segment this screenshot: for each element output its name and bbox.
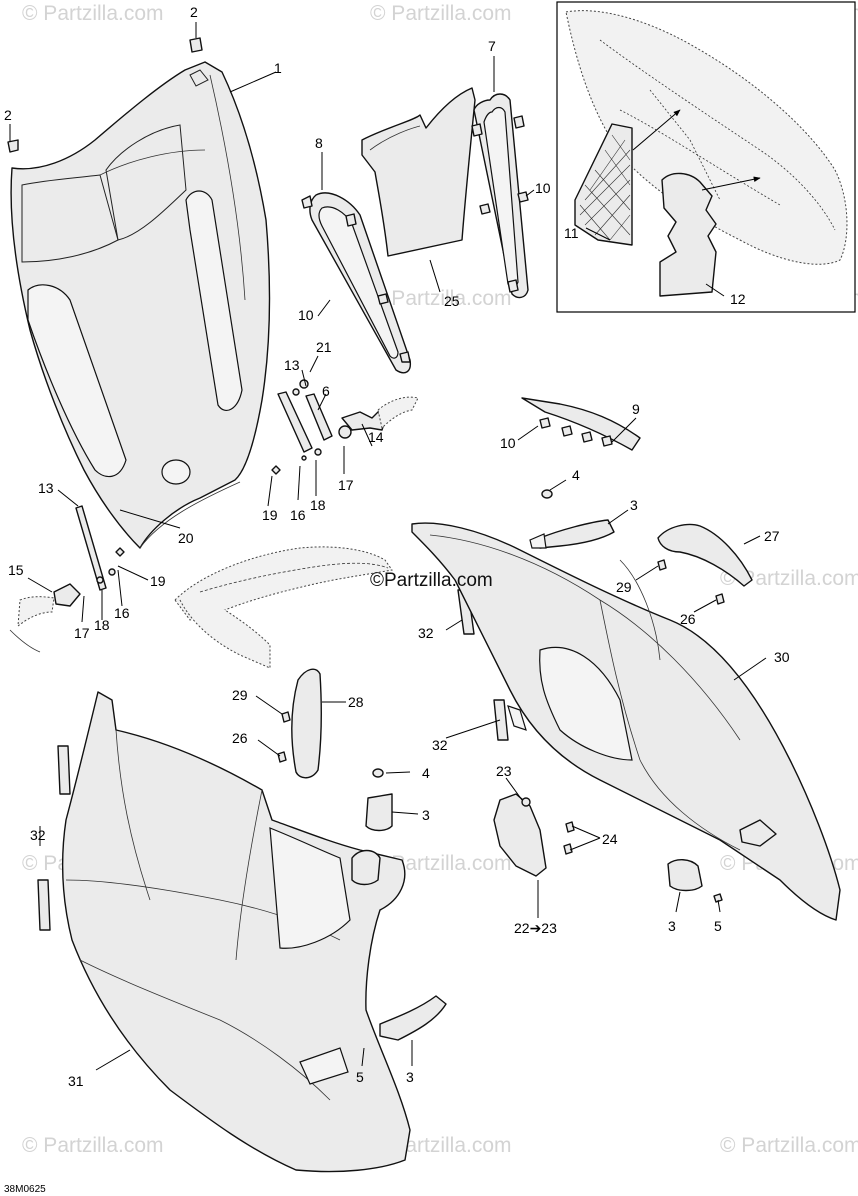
callout-4: 4: [572, 467, 580, 483]
foam-pad-25: [361, 87, 476, 257]
insulation-foam-11: [574, 123, 633, 246]
seat-outline-dotted: [565, 10, 848, 265]
watermark-text: © Partzilla.com: [22, 2, 164, 25]
callout-16: 16: [290, 507, 306, 523]
handle-27: [657, 523, 753, 605]
vent-grille-7: [471, 93, 529, 299]
callout-14: 14: [368, 429, 384, 445]
callout-12: 12: [730, 291, 746, 307]
callout-28: 28: [348, 694, 364, 710]
side-panel-1: [10, 61, 271, 549]
callout-19: 19: [150, 573, 166, 589]
watermark-text: © Partzilla.com: [720, 1134, 858, 1157]
frame-outline-dotted: [174, 546, 393, 669]
side-panel-30: [411, 522, 841, 921]
callout-16: 16: [114, 605, 130, 621]
callout-15: 15: [8, 562, 24, 578]
callout-17: 17: [338, 477, 354, 493]
callout-10: 10: [500, 435, 516, 451]
callout-10: 10: [298, 307, 314, 323]
callout-6: 6: [322, 383, 330, 399]
detail-inset: [556, 1, 856, 313]
callout-3: 3: [406, 1069, 414, 1085]
callout-10: 10: [535, 180, 551, 196]
trim-strip-9: [521, 397, 641, 451]
knob-3-middle: [365, 768, 393, 832]
watermark-text: © Partzilla.com: [370, 287, 512, 310]
callout-8: 8: [315, 135, 323, 151]
callout-32: 32: [30, 827, 46, 843]
callout-29: 29: [616, 579, 632, 595]
vent-grille-8: [301, 192, 412, 374]
knob-3-right: [667, 859, 723, 903]
callout-5: 5: [356, 1069, 364, 1085]
bracket-assembly-upper: [271, 379, 419, 475]
callout-29: 29: [232, 687, 248, 703]
callout-27: 27: [764, 528, 780, 544]
callout-3: 3: [422, 807, 430, 823]
callout-18: 18: [94, 617, 110, 633]
callout-25: 25: [444, 293, 460, 309]
callout-17: 17: [74, 625, 90, 641]
callout-2: 2: [4, 107, 12, 123]
watermark-text: © Partzilla.com: [370, 2, 512, 25]
callout-5: 5: [714, 918, 722, 934]
callout-9: 9: [632, 401, 640, 417]
callout-20: 20: [178, 530, 194, 546]
callout-3: 3: [668, 918, 676, 934]
bracket-assembly-lower: [9, 505, 125, 653]
insulation-foam-12: [659, 172, 717, 297]
callout-1: 1: [274, 60, 282, 76]
handle-28: [277, 668, 323, 779]
callout-21: 21: [316, 339, 332, 355]
callout-24: 24: [602, 831, 618, 847]
callout-13: 13: [284, 357, 300, 373]
leader-lines: [9, 22, 767, 1071]
strip-32-c: [37, 745, 71, 931]
callout-22-to-23: 22➔23: [514, 920, 557, 936]
callout-7: 7: [488, 38, 496, 54]
side-panel-window-right: [185, 190, 243, 411]
callout-23: 23: [496, 763, 512, 779]
callout-3: 3: [630, 497, 638, 513]
callout-19: 19: [262, 507, 278, 523]
callout-11: 11: [564, 225, 579, 241]
callout-30: 30: [774, 649, 790, 665]
callout-labels: 2 1 2 8 7 10 10 25 11 12 13 21 6 14 17 1…: [4, 4, 790, 1089]
callout-4: 4: [422, 765, 430, 781]
clip-2-top: [189, 37, 203, 53]
callout-26: 26: [232, 730, 248, 746]
callout-32: 32: [432, 737, 448, 753]
watermark-text: © Partzilla.com: [720, 567, 858, 590]
strip-32-b: [493, 699, 527, 741]
callout-32: 32: [418, 625, 434, 641]
watermark-text: © Partzilla.com: [370, 852, 512, 875]
callout-18: 18: [310, 497, 326, 513]
callout-13: 13: [38, 480, 54, 496]
callout-26: 26: [680, 611, 696, 627]
callout-2: 2: [190, 4, 198, 20]
bracket-23: [493, 793, 575, 877]
knob-3-upper: [529, 489, 615, 549]
center-watermark: ©Partzilla.com: [370, 570, 493, 591]
diagram-code: 38M0625: [4, 1184, 46, 1195]
clip-2-left: [7, 139, 19, 153]
callout-31: 31: [68, 1073, 84, 1089]
front-panel-31: [61, 691, 411, 1173]
watermark-text: © Partzilla.com: [22, 1134, 164, 1157]
side-panel-window: [27, 284, 127, 478]
